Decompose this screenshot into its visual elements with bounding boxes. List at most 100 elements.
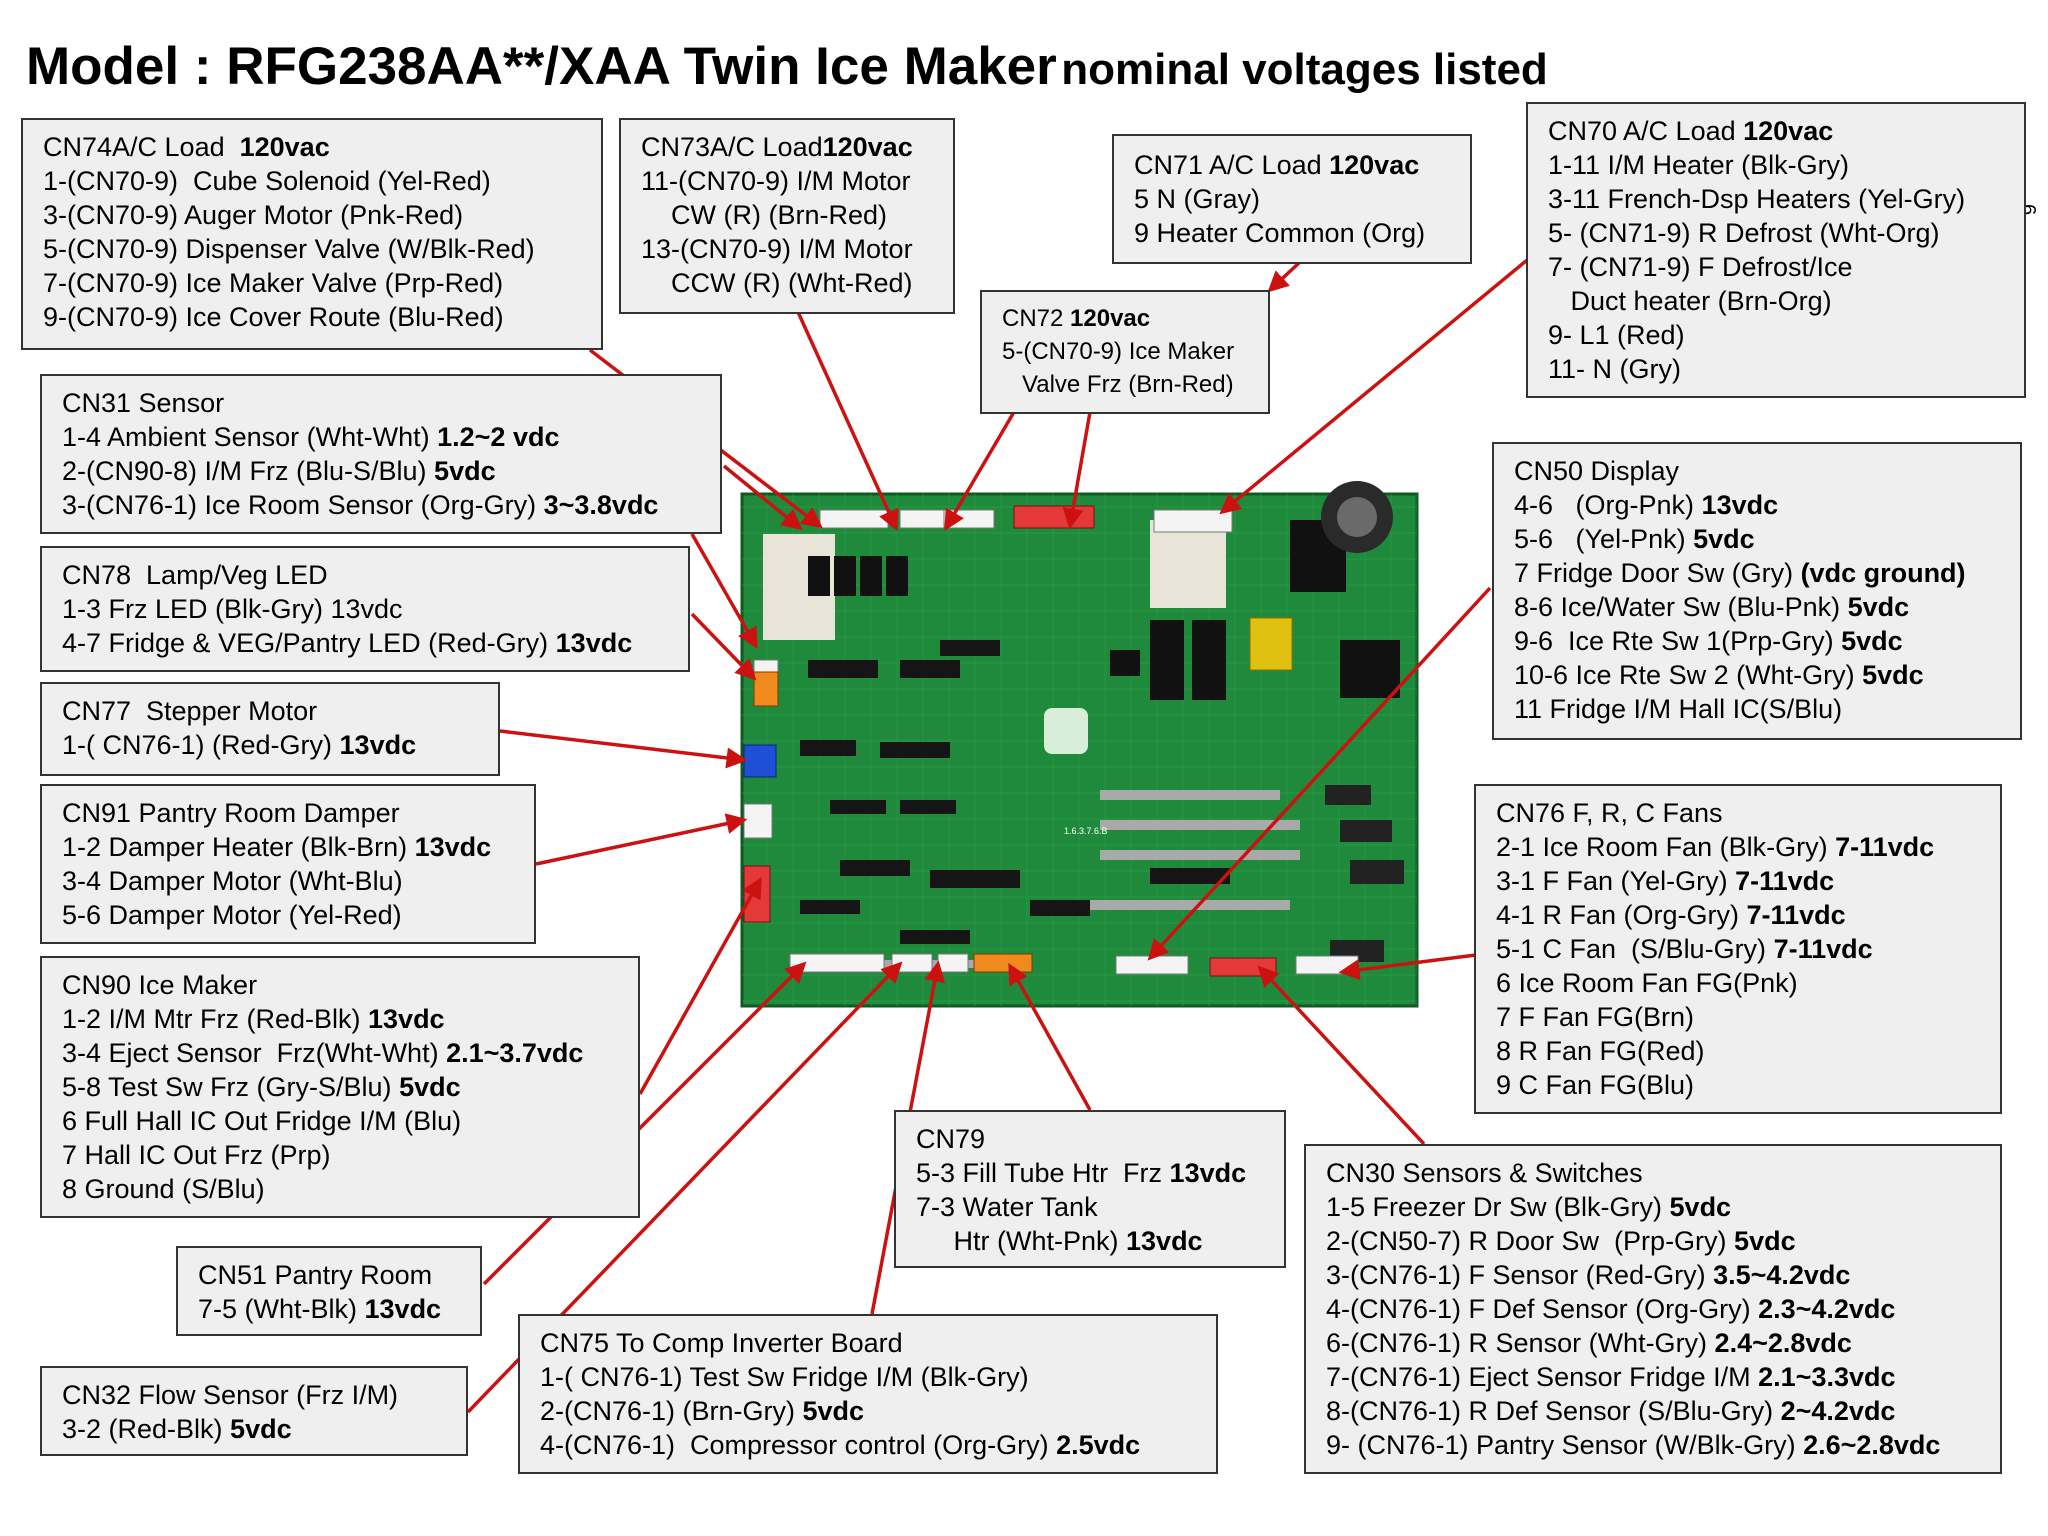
cn50-line: 4-6 (Org-Pnk) 13vdc — [1514, 488, 2006, 522]
cn73-line-text: CW (R) (Brn-Red) — [641, 200, 887, 230]
cn76-line: 6 Ice Room Fan FG(Pnk) — [1496, 966, 1986, 1000]
cn74-line: CN74A/C Load 120vac — [43, 130, 587, 164]
cn79-line-value: 13vdc — [1126, 1226, 1203, 1256]
cn90-line-text: 5-8 Test Sw Frz (Gry-S/Blu) — [62, 1072, 400, 1102]
cn72-line-value: 120vac — [1070, 305, 1151, 332]
arrow-cn91 — [535, 813, 748, 866]
cn50-line: 5-6 (Yel-Pnk) 5vdc — [1514, 522, 2006, 556]
cn76-line-value: 7-11vdc — [1746, 900, 1846, 930]
cn72-line: Valve Frz (Brn-Red) — [1002, 368, 1254, 401]
control-board: 1.6.3.7.6.B — [740, 481, 1419, 1008]
cn50-line-value: 5vdc — [1693, 524, 1755, 554]
cn70-line-text: 5- (CN71-9) R Defrost (Wht-Org) — [1548, 218, 1940, 248]
cn78-line-text: 1-3 Frz LED (Blk-Gry) 13vdc — [62, 594, 403, 624]
cn91-line: CN91 Pantry Room Damper — [62, 796, 520, 830]
cn79-line-text: 7-3 Water Tank — [916, 1192, 1098, 1222]
cn74-connector — [819, 509, 889, 529]
cn32-line-text: 3-2 (Red-Blk) — [62, 1414, 231, 1444]
cn90-line-text: 3-4 Eject Sensor Frz(Wht-Wht) — [62, 1038, 447, 1068]
cn90-line-text: 8 Ground (S/Blu) — [62, 1174, 265, 1204]
arrow-cn51 — [482, 961, 807, 1286]
cn75-line-text: 1-( CN76-1) Test Sw Fridge I/M (Blk-Gry) — [540, 1362, 1029, 1392]
cn75-line: 1-( CN76-1) Test Sw Fridge I/M (Blk-Gry) — [540, 1360, 1202, 1394]
cn76-line-text: 6 Ice Room Fan FG(Pnk) — [1496, 968, 1798, 998]
cn76-line: 9 C Fan FG(Blu) — [1496, 1068, 1986, 1102]
cn74-line-text: 1-(CN70-9) Cube Solenoid (Yel-Red) — [43, 166, 491, 196]
cn30-line-value: 2.6~2.8vdc — [1803, 1430, 1941, 1460]
cn76-line-value: 7-11vdc — [1773, 934, 1873, 964]
cn75-line: 2-(CN76-1) (Brn-Gry) 5vdc — [540, 1394, 1202, 1428]
cn91-line-text: 1-2 Damper Heater (Blk-Brn) — [62, 832, 415, 862]
cn76-line-text: 4-1 R Fan (Org-Gry) — [1496, 900, 1747, 930]
page-title: Model : RFG238AA**/XAA Twin Ice Maker no… — [26, 37, 1548, 96]
cn91-line-value: 13vdc — [414, 832, 492, 862]
arrow-cn73 — [796, 311, 899, 532]
cn30-line-text: 8-(CN76-1) R Def Sensor (S/Blu-Gry) — [1326, 1396, 1781, 1426]
arrow-cn71 — [1267, 260, 1302, 293]
cn70-connector — [1153, 509, 1233, 533]
cn32-line-text: CN32 Flow Sensor (Frz I/M) — [62, 1380, 399, 1410]
cn70-line: 9- L1 (Red) — [1548, 318, 2010, 352]
cn30-line: CN30 Sensors & Switches — [1326, 1156, 1986, 1190]
callout-cn75: CN75 To Comp Inverter Board 1-( CN76-1) T… — [518, 1314, 1218, 1474]
arrow-cn31b — [690, 533, 758, 650]
cn76-line-text: 3-1 F Fan (Yel-Gry) — [1496, 866, 1736, 896]
cn79-line-text: Htr (Wht-Pnk) — [916, 1226, 1127, 1256]
cn30-line-value: 3.5~4.2vdc — [1713, 1260, 1851, 1290]
cn71-line-text: 5 N (Gray) — [1134, 184, 1261, 214]
cn70-line: CN70 A/C Load 120vac — [1548, 114, 2010, 148]
cn90-line-value: 2.1~3.7vdc — [446, 1038, 584, 1068]
cn30-line-value: 2.3~4.2vdc — [1758, 1294, 1896, 1324]
cn30-line: 8-(CN76-1) R Def Sensor (S/Blu-Gry) 2~4.… — [1326, 1394, 1986, 1428]
cn30-line-text: 3-(CN76-1) F Sensor (Red-Gry) — [1326, 1260, 1714, 1290]
cn70-line: 3-11 French-Dsp Heaters (Yel-Gry) — [1548, 182, 2010, 216]
cn30-line-text: 2-(CN50-7) R Door Sw (Prp-Gry) — [1326, 1226, 1735, 1256]
cn76-line-text: 2-1 Ice Room Fan (Blk-Gry) — [1496, 832, 1836, 862]
cn75-line-text: 4-(CN76-1) Compressor control (Org-Gry) — [540, 1430, 1057, 1460]
cn75-line-text: CN75 To Comp Inverter Board — [540, 1328, 903, 1358]
cn50-line: 11 Fridge I/M Hall IC(S/Blu) — [1514, 692, 2006, 726]
cn30-line: 1-5 Freezer Dr Sw (Blk-Gry) 5vdc — [1326, 1190, 1986, 1224]
cn73-line: CCW (R) (Wht-Red) — [641, 266, 939, 300]
cn90-line-value: 5vdc — [399, 1072, 461, 1102]
cn31-line-value: 1.2~2 vdc — [437, 422, 560, 452]
cn50-line-value: (vdc ground) — [1800, 558, 1966, 588]
cn50-line-text: 4-6 (Org-Pnk) — [1514, 490, 1702, 520]
cn70-line-text: 1-11 I/M Heater (Blk-Gry) — [1548, 150, 1850, 180]
cn50-line: 9-6 Ice Rte Sw 1(Prp-Gry) 5vdc — [1514, 624, 2006, 658]
cn31-line-text: 3-(CN76-1) Ice Room Sensor (Org-Gry) — [62, 490, 544, 520]
cn50-line-value: 5vdc — [1847, 592, 1910, 622]
cn70-line-value: 120vac — [1743, 116, 1834, 146]
cn31-line-text: 2-(CN90-8) I/M Frz (Blu-S/Blu) — [62, 456, 435, 486]
cn31-line-value: 5vdc — [434, 456, 496, 486]
cn71-line: CN71 A/C Load 120vac — [1134, 148, 1456, 182]
cn31-line: CN31 Sensor — [62, 386, 706, 420]
cn31-line-text: CN31 Sensor — [62, 388, 225, 418]
arrow-cn79 — [1008, 962, 1092, 1111]
cn79-line: CN79 — [916, 1122, 1270, 1156]
cn50-line-value: 5vdc — [1841, 626, 1903, 656]
arrow-cn30 — [1257, 965, 1426, 1146]
cn30-line-text: 4-(CN76-1) F Def Sensor (Org-Gry) — [1326, 1294, 1759, 1324]
cn78-line: 4-7 Fridge & VEG/Pantry LED (Red-Gry) 13… — [62, 626, 674, 660]
cn30-line: 9- (CN76-1) Pantry Sensor (W/Blk-Gry) 2.… — [1326, 1428, 1986, 1462]
cn90-line-text: 1-2 I/M Mtr Frz (Red-Blk) — [62, 1004, 369, 1034]
cn91-line: 1-2 Damper Heater (Blk-Brn) 13vdc — [62, 830, 520, 864]
cn79-connector — [973, 953, 1033, 973]
cn77-line-value: 13vdc — [339, 730, 417, 760]
cn76-line: 4-1 R Fan (Org-Gry) 7-11vdc — [1496, 898, 1986, 932]
cn73-line: CN73A/C Load120vac — [641, 130, 939, 164]
cn76-line: 5-1 C Fan (S/Blu-Gry) 7-11vdc — [1496, 932, 1986, 966]
cn78-line: CN78 Lamp/Veg LED — [62, 558, 674, 592]
cn91-line-text: CN91 Pantry Room Damper — [62, 798, 400, 828]
cn50-line: 8-6 Ice/Water Sw (Blu-Pnk) 5vdc — [1514, 590, 2006, 624]
cn74-line-text: 3-(CN70-9) Auger Motor (Pnk-Red) — [43, 200, 464, 230]
cn70-line: 7- (CN71-9) F Defrost/Ice — [1548, 250, 2010, 284]
cn76-line-text: 8 R Fan FG(Red) — [1496, 1036, 1705, 1066]
